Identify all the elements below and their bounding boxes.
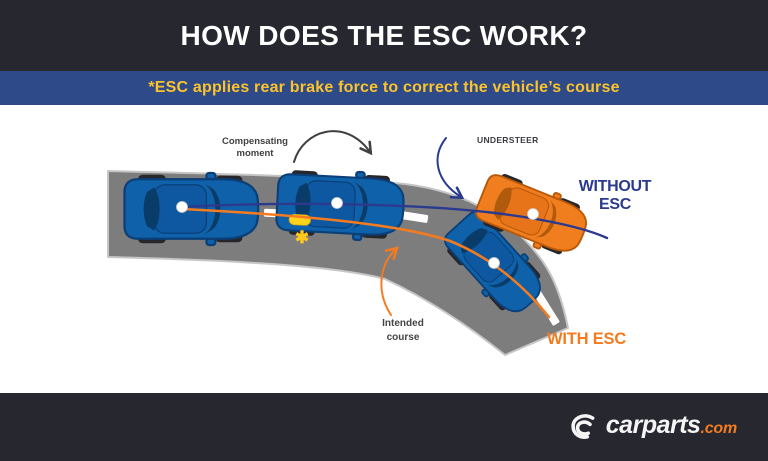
intended-course-arrow — [380, 246, 399, 316]
car-center-dot — [488, 257, 500, 269]
course-line-intended — [180, 207, 551, 319]
footer-bar: carparts.com — [0, 393, 768, 461]
label-compensating-moment: Compensating moment — [222, 136, 288, 160]
car-center-dots — [176, 197, 539, 269]
page-title: HOW DOES THE ESC WORK? — [180, 19, 588, 51]
understeer-arrow — [436, 137, 465, 200]
brand-logo: carparts.com — [566, 411, 737, 443]
lane-marking — [532, 288, 560, 326]
brand-name: carparts — [605, 411, 701, 439]
label-intended-course: Intended course — [382, 318, 424, 343]
car-center-dot — [176, 201, 188, 213]
brake-asterisk: ✱ — [295, 228, 309, 247]
diagram-canvas: ✱ Compensating moment UNDERSTEER WITHOUT… — [0, 105, 768, 393]
car-center-dot — [331, 197, 343, 209]
label-with-esc: WITH ESC — [547, 330, 627, 348]
lane-marking — [399, 211, 429, 223]
label-without-esc: WITHOUT ESC — [578, 178, 652, 214]
car-center-dot — [527, 208, 539, 220]
subtitle-bar: *ESC applies rear brake force to correct… — [0, 71, 768, 105]
compensating-moment-arrow — [293, 130, 373, 163]
esc-diagram: ✱ — [107, 130, 609, 356]
course-line-understeer — [180, 202, 609, 240]
subtitle-text: *ESC applies rear brake force to correct… — [148, 79, 620, 96]
label-understeer: UNDERSTEER — [477, 135, 539, 145]
brand-suffix: .com — [700, 420, 737, 437]
header-bar: HOW DOES THE ESC WORK? — [0, 0, 768, 71]
carparts-logo-icon — [571, 414, 595, 439]
